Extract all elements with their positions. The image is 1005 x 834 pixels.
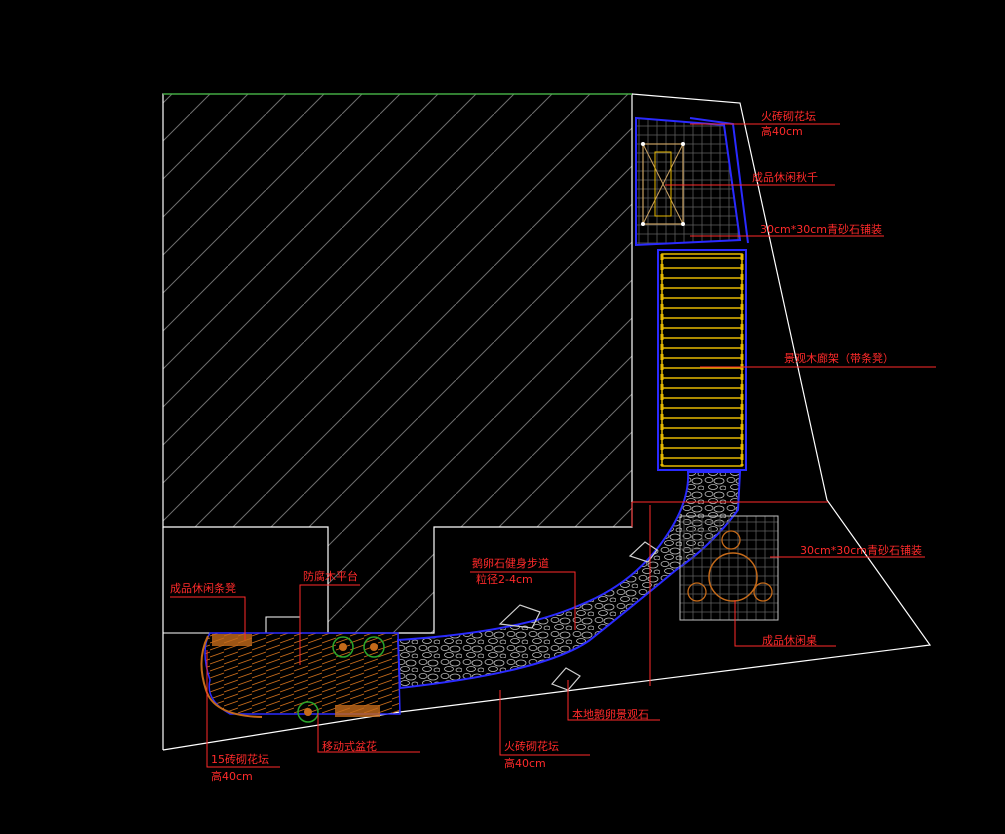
label-planter-mobile: 移动式盆花 — [322, 739, 377, 753]
potted-flowers — [297, 636, 385, 723]
label-paving-top: 30cm*30cm青砂石铺装 — [760, 223, 882, 236]
pergola — [657, 249, 747, 471]
label-bench: 成品休闲条凳 — [170, 581, 236, 595]
label-deck: 防腐木平台 — [303, 569, 358, 583]
right-paving-area — [679, 515, 779, 621]
landscape-rocks — [498, 541, 658, 691]
label-planter-left: 15砖砌花坛 — [211, 752, 269, 766]
building-footprint — [162, 93, 633, 750]
label-planter-bottom: 火砖砌花坛 — [504, 739, 559, 753]
label-planter-left-height: 高40cm — [211, 769, 253, 783]
leader-lines — [170, 123, 936, 768]
leisure-table — [687, 530, 773, 602]
label-pergola: 景观木廊架（带条凳） — [784, 351, 894, 365]
top-paving-area — [635, 116, 749, 247]
label-paving-right: 30cm*30cm青砂石铺装 — [800, 544, 922, 557]
label-rock: 本地鹅卵景观石 — [572, 707, 649, 721]
label-swing: 成品休闲秋千 — [752, 170, 818, 184]
label-pebble-path: 鹅卵石健身步道 — [472, 556, 549, 570]
pebble-path — [396, 471, 742, 690]
site-boundary — [162, 93, 932, 751]
label-planter-top: 火砖砌花坛 — [761, 109, 816, 123]
label-planter-bottom-height: 高40cm — [504, 756, 546, 770]
label-pebble-size: 粒径2-4cm — [476, 572, 533, 586]
label-planter-top-height: 高40cm — [761, 124, 803, 138]
label-table: 成品休闲桌 — [762, 633, 817, 647]
swing — [641, 142, 685, 226]
